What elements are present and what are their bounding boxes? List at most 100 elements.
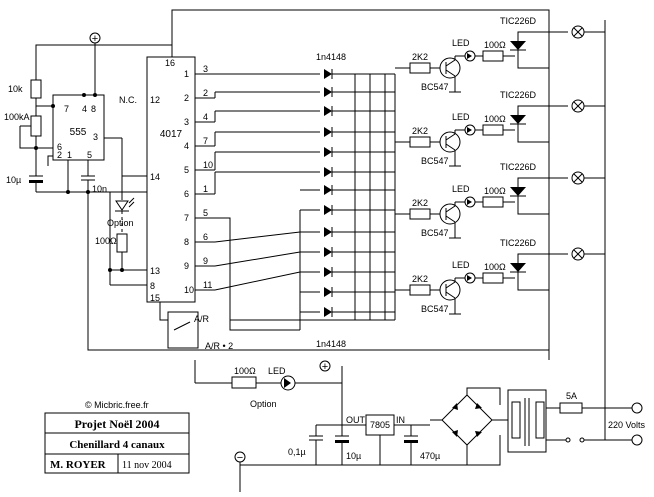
top-supply-rail: + bbox=[35, 9, 550, 360]
bridge-rectifier bbox=[441, 394, 493, 446]
transistor-bc547 bbox=[439, 279, 461, 301]
option-label-bottom: Option bbox=[250, 399, 277, 409]
output-4017-6: 6 bbox=[184, 189, 189, 199]
website-credit: © Micbric.free.fr bbox=[85, 400, 149, 410]
minus-terminal: − bbox=[237, 452, 243, 464]
output-4017-10: 10 bbox=[184, 285, 194, 295]
triac-label: TIC226D bbox=[500, 90, 537, 100]
pin-4017-2: 2 bbox=[203, 88, 208, 98]
capacitor-10n-label: 10n bbox=[92, 184, 107, 194]
triac bbox=[510, 41, 526, 50]
pin-4017-16: 16 bbox=[165, 58, 175, 68]
out-label: OUT bbox=[346, 415, 366, 425]
capacitor-10u-left-label: 10µ bbox=[6, 175, 21, 185]
diode bbox=[324, 205, 332, 215]
resistor-100-label: 100Ω bbox=[484, 114, 506, 124]
potentiometer-100k: 100kA bbox=[4, 106, 53, 150]
diode bbox=[324, 307, 332, 317]
diode bbox=[324, 127, 332, 137]
led-label: LED bbox=[452, 184, 470, 194]
potentiometer-label: 100kA bbox=[4, 112, 30, 122]
output-4017-9: 9 bbox=[184, 261, 189, 271]
pin-555-7: 7 bbox=[64, 104, 69, 114]
reset-switch: A/R A/R • 2 bbox=[87, 192, 549, 351]
resistor-10k: 10k bbox=[8, 79, 55, 108]
resistor-100-bottom-label: 100Ω bbox=[234, 366, 256, 376]
ic-555: 555 7 4 8 3 6 2 1 5 bbox=[52, 93, 123, 200]
diode bbox=[324, 106, 332, 116]
capacitor-01u-label: 0,1µ bbox=[288, 447, 306, 457]
pin-4017-12: 12 bbox=[150, 95, 160, 105]
capacitor-470u-label: 470µ bbox=[420, 451, 440, 461]
pin-555-2: 2 bbox=[57, 150, 62, 160]
date-text: 11 nov 2004 bbox=[122, 460, 172, 471]
pin-555-5: 5 bbox=[87, 150, 92, 160]
pin-4017-13: 13 bbox=[150, 266, 160, 276]
plus-terminal-supply: + bbox=[322, 361, 328, 373]
ar2-label: A/R • 2 bbox=[205, 341, 233, 351]
pin-555-4: 4 bbox=[82, 104, 87, 114]
transistor-bc547 bbox=[439, 57, 461, 79]
nc-label: N.C. bbox=[119, 95, 137, 105]
pin-4017-5: 5 bbox=[203, 208, 208, 218]
subtitle-text: Chenillard 4 canaux bbox=[69, 439, 165, 451]
triac bbox=[510, 263, 526, 272]
pin-4017-4: 4 bbox=[203, 112, 208, 122]
led-label: LED bbox=[452, 112, 470, 122]
pin-4017-11: 11 bbox=[203, 280, 212, 290]
resistor-2k2-label: 2K2 bbox=[412, 126, 428, 136]
pin-4017-6: 6 bbox=[203, 232, 208, 242]
bc547-label: BC547 bbox=[421, 156, 449, 166]
diode bbox=[324, 227, 332, 237]
output-4017-2: 2 bbox=[184, 93, 189, 103]
pin-4017-1: 1 bbox=[203, 184, 208, 194]
resistor-100-label: 100Ω bbox=[484, 262, 506, 272]
capacitor-10u-label: 10µ bbox=[346, 451, 361, 461]
ic-555-label: 555 bbox=[70, 127, 87, 138]
diode bbox=[324, 147, 332, 157]
title-text: Projet Noël 2004 bbox=[74, 417, 159, 431]
diode-label-top: 1n4148 bbox=[316, 52, 346, 62]
diode bbox=[324, 287, 332, 297]
regulator-label: 7805 bbox=[370, 420, 390, 430]
pin-555-8: 8 bbox=[91, 104, 96, 114]
pin-555-1: 1 bbox=[67, 150, 72, 160]
bc547-label: BC547 bbox=[421, 304, 449, 314]
author-text: M. ROYER bbox=[50, 459, 107, 471]
output-4017-5: 5 bbox=[184, 165, 189, 175]
resistor-100-option-label: 100Ω bbox=[95, 236, 117, 246]
resistor-100-label: 100Ω bbox=[484, 40, 506, 50]
pin-4017-7: 7 bbox=[203, 136, 208, 146]
power-supply: + 100Ω LED Option 7805 OUT IN 0,1µ 10µ 4 bbox=[194, 20, 646, 492]
triac-label: TIC226D bbox=[500, 238, 537, 248]
mains-terminal-2 bbox=[631, 434, 643, 446]
mains-label: 220 Volts bbox=[608, 420, 646, 430]
pin-4017-10: 10 bbox=[203, 160, 213, 170]
resistor-2k2-label: 2K2 bbox=[412, 274, 428, 284]
transistor-bc547 bbox=[439, 131, 461, 153]
mains-terminal-1 bbox=[631, 402, 643, 414]
pin-4017-15: 15 bbox=[150, 293, 160, 303]
diode bbox=[324, 185, 332, 195]
ic-555-body bbox=[52, 94, 105, 161]
output-4017-8: 8 bbox=[184, 237, 189, 247]
diode bbox=[324, 69, 332, 79]
ar-label: A/R bbox=[194, 314, 210, 324]
bc547-label: BC547 bbox=[421, 82, 449, 92]
diode bbox=[324, 167, 332, 177]
resistor-2k2-label: 2K2 bbox=[412, 52, 428, 62]
fuse-label: 5A bbox=[566, 391, 577, 401]
ic-4017-label: 4017 bbox=[160, 129, 183, 140]
resistor-100-label: 100Ω bbox=[484, 186, 506, 196]
diode bbox=[324, 87, 332, 97]
bc547-label: BC547 bbox=[421, 228, 449, 238]
led-label: LED bbox=[452, 38, 470, 48]
output-4017-7: 7 bbox=[184, 213, 189, 223]
plus-terminal-top: + bbox=[92, 33, 98, 45]
option-led-left: Option 100Ω bbox=[95, 192, 147, 286]
triac-label: TIC226D bbox=[500, 16, 537, 26]
